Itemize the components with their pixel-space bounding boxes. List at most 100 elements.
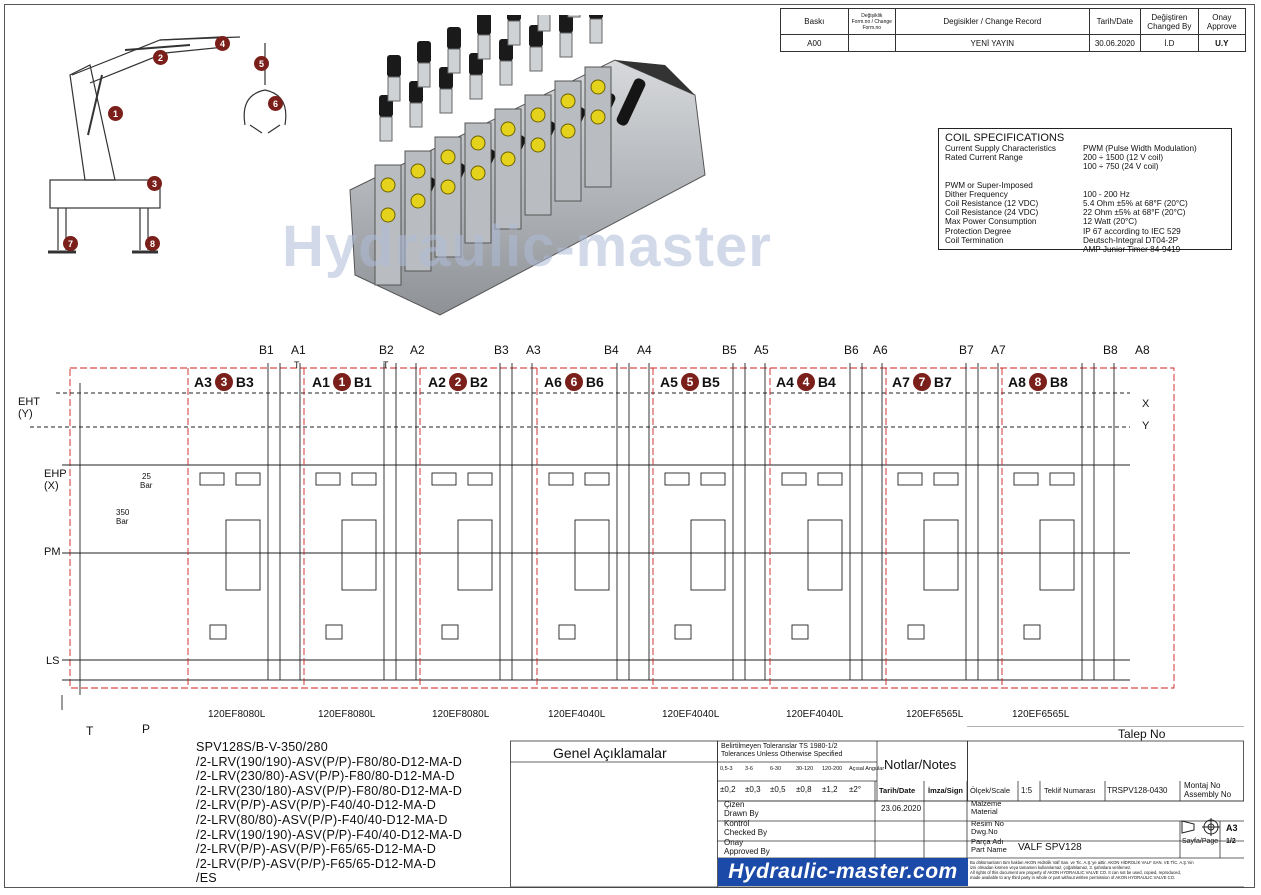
checked-text: Checked By — [724, 828, 768, 837]
coil-value: 100 - 200 Hz — [1083, 189, 1130, 199]
genel-title: Genel Açıklamalar — [553, 745, 667, 761]
coil-key: Rated Current Range — [945, 153, 1023, 163]
col-change-form: Değişiklik Form.no / Change Form.no — [847, 8, 896, 35]
coil-specifications-box: COIL SPECIFICATIONS Current Supply Chara… — [938, 128, 1232, 254]
label-350: 350 — [116, 508, 130, 517]
tolerance-range: Açısal Angular — [849, 766, 885, 772]
spool-valve-symbol — [457, 519, 493, 591]
check-valve-symbol — [1023, 624, 1041, 640]
paper-size: A3 — [1226, 823, 1238, 833]
solenoid-valve-symbol — [781, 472, 807, 486]
tolerance-range: 0,5-3 — [720, 766, 733, 772]
port-label-b1: B1 — [259, 343, 274, 357]
check-valve-symbol — [674, 624, 692, 640]
check-valve-symbol — [558, 624, 576, 640]
model-code-line: /ES — [196, 871, 217, 886]
cell-baski: A00 — [780, 34, 849, 52]
section-number-badge: 1 — [332, 373, 351, 391]
material-text: Material — [971, 807, 998, 816]
section-b-port: B6 — [585, 374, 604, 390]
part-text: Part Name — [971, 845, 1007, 854]
crane-badge: 2 — [153, 50, 168, 65]
section-b-port: B1 — [353, 374, 372, 390]
coil-value: 22 Ohm ±5% at 68°F (20°C) — [1083, 208, 1186, 218]
model-code-line: /2-LRV(190/190)-ASV(P/P)-F80/80-D12-MA-D — [196, 754, 463, 769]
section-number-badge: 8 — [1028, 373, 1047, 391]
model-code-line: /2-LRV(P/P)-ASV(P/P)-F40/40-D12-MA-D — [196, 798, 437, 813]
change-record-table: Baskı Değişiklik Form.no / Change Form.n… — [780, 8, 1247, 52]
section-a-port: A4 — [776, 374, 794, 390]
spool-valve-symbol — [690, 519, 726, 591]
col-date: Tarih/Date — [1088, 8, 1142, 35]
coil-value: 100 ÷ 750 (24 V coil) — [1083, 162, 1159, 172]
model-code: SPV128S/B-V-350/280/2-LRV(190/190)-ASV(P… — [196, 740, 462, 886]
label-25-bar: Bar — [140, 481, 153, 490]
port-label-b7: B7 — [959, 343, 974, 357]
page-label: Sayfa/Page — [1182, 838, 1219, 845]
drawn-text: Drawn By — [724, 809, 759, 818]
coil-key: Dither Frequency — [945, 189, 1008, 199]
montaj-text: Montaj No — [1184, 781, 1221, 790]
crane-badge: 8 — [145, 236, 160, 251]
port-label-a3: A3 — [526, 343, 541, 357]
col-change-record: Degisikler / Change Record — [894, 8, 1090, 35]
col-approve: Onay Approve — [1197, 8, 1247, 35]
check-valve-symbol — [907, 624, 925, 640]
label-t: T — [86, 724, 94, 738]
coil-cap-icon — [447, 27, 461, 49]
solenoid-valve-symbol — [235, 472, 261, 486]
solenoid-icon — [379, 116, 393, 142]
solenoid-icon — [537, 15, 551, 32]
solenoid-icon — [507, 20, 521, 46]
valve-section-code: 120EF8080L — [318, 709, 376, 720]
section-a-port: A5 — [660, 374, 678, 390]
solenoid-valve-symbol — [548, 472, 574, 486]
spool-valve-symbol — [807, 519, 843, 591]
section-a-port: A3 — [194, 374, 212, 390]
coil-key: Current Supply Characteristics — [945, 144, 1057, 153]
relief-cap-icon — [470, 165, 486, 181]
coil-cap-icon — [589, 15, 603, 19]
col-baski: Baskı — [780, 8, 849, 35]
solenoid-valve-symbol — [467, 472, 493, 486]
crane-boom — [71, 36, 226, 84]
model-code-line: /2-LRV(P/P)-ASV(P/P)-F65/65-D12-MA-D — [196, 842, 437, 857]
parca-text: Parça Adı — [971, 837, 1004, 846]
section-b-port: B7 — [933, 374, 952, 390]
coil-key: Coil Termination — [945, 235, 1004, 245]
teklif-label: Teklif Numarası — [1044, 786, 1096, 795]
coil-key — [945, 162, 1083, 171]
relief-cap-icon — [440, 179, 456, 195]
check-valve-symbol — [325, 624, 343, 640]
valve-section-code: 120EF4040L — [548, 709, 606, 720]
tolerance-range: 3-6 — [745, 766, 753, 772]
label-350-bar: Bar — [116, 517, 129, 526]
crane-badge: 5 — [254, 56, 269, 71]
section-a-port: A8 — [1008, 374, 1026, 390]
scale-label: Ölçek/Scale — [970, 786, 1011, 795]
coil-key: Protection Degree — [945, 226, 1011, 236]
spool-valve-symbol — [1039, 519, 1075, 591]
relief-cap-icon — [440, 149, 456, 165]
coil-key: PWM or Super-Imposed — [945, 180, 1033, 190]
drawn-date: 23.06.2020 — [881, 804, 922, 813]
model-code-line: /2-LRV(190/190)-ASV(P/P)-F40/40-D12-MA-D — [196, 827, 463, 842]
model-code-line: SPV128S/B-V-350/280 — [196, 740, 328, 754]
spool-valve-symbol — [225, 519, 261, 591]
disclaimer: Bu dökümanların tüm hakları AKON Hidroli… — [970, 860, 1194, 880]
cell-date: 30.06.2020 — [1088, 34, 1142, 52]
cell-approve: U.Y — [1197, 34, 1247, 52]
check-valve-symbol — [791, 624, 809, 640]
resim-text: Resim No — [971, 819, 1004, 828]
onay-text: Onay — [724, 838, 744, 847]
solenoid-icon — [567, 15, 581, 18]
valve-section-code: 120EF4040L — [786, 709, 844, 720]
relief-cap-icon — [470, 135, 486, 151]
coil-cap-icon — [417, 41, 431, 63]
teklif-number: TRSPV128-0430 — [1107, 786, 1168, 795]
